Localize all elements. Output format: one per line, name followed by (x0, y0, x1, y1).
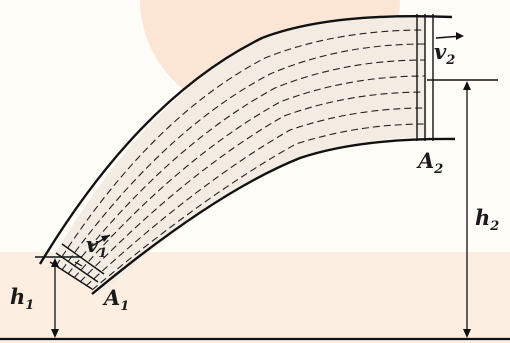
streamline (79, 91, 426, 283)
section-a1-line (61, 243, 105, 275)
pipe-lower-wall (91, 137, 456, 295)
velocity-arrow-v1 (91, 234, 111, 247)
velocity-arrow-v2 (435, 32, 464, 40)
h1-arrow-down (51, 329, 59, 338)
fluid-region (50, 16, 427, 294)
streamline (91, 123, 426, 291)
streamline (61, 43, 426, 271)
streamlines (55, 29, 426, 291)
label-h1: h1 (10, 284, 34, 313)
section-a1-fluid-edge (74, 261, 83, 267)
streamline (67, 59, 426, 275)
label-a2: A2 (416, 148, 443, 177)
label-v2: v2 (434, 39, 455, 68)
h2-arrow-up (463, 81, 471, 90)
streamline (85, 107, 426, 287)
pipe-upper-wall (38, 15, 453, 265)
h2-arrow-down (463, 329, 471, 338)
label-h2: h2 (475, 205, 499, 234)
streamline (55, 29, 426, 267)
h1-arrow-up (51, 258, 59, 267)
streamline (73, 75, 426, 279)
label-v1: v1 (86, 232, 107, 261)
label-a1: A1 (102, 285, 129, 314)
section-a1-line (55, 252, 99, 283)
